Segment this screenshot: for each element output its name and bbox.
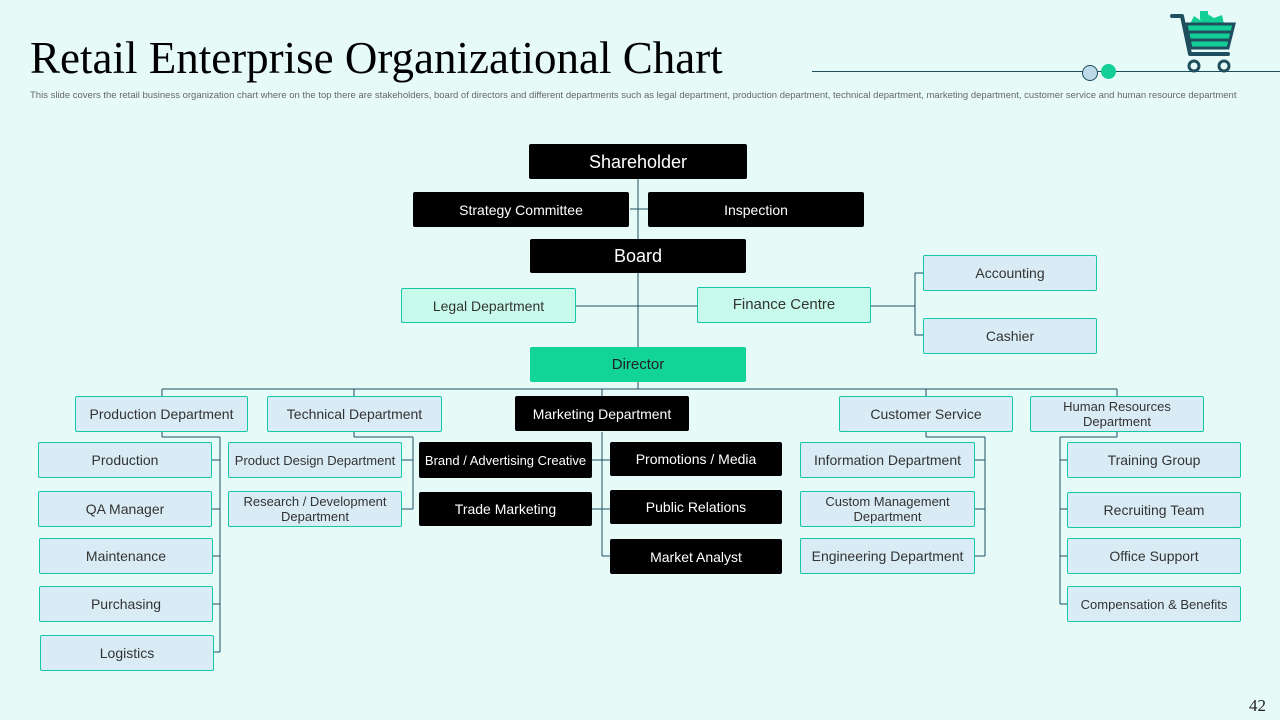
- node-information-department: Information Department: [800, 442, 975, 478]
- shopping-cart-icon: [1170, 10, 1238, 74]
- node-human-resources-department: Human Resources Department: [1030, 396, 1204, 432]
- node-trade-marketing: Trade Marketing: [419, 492, 592, 526]
- node-training-group: Training Group: [1067, 442, 1241, 478]
- node-logistics: Logistics: [40, 635, 214, 671]
- node-market-analyst: Market Analyst: [610, 539, 782, 574]
- node-finance-centre: Finance Centre: [697, 287, 871, 323]
- node-director: Director: [530, 347, 746, 382]
- page-subtitle: This slide covers the retail business or…: [30, 90, 1237, 101]
- node-research-development-department: Research / Development Department: [228, 491, 402, 527]
- node-brand-advertising-creative: Brand / Advertising Creative: [419, 442, 592, 478]
- node-inspection: Inspection: [648, 192, 864, 227]
- node-marketing-department: Marketing Department: [515, 396, 689, 431]
- node-customer-service: Customer Service: [839, 396, 1013, 432]
- node-legal-department: Legal Department: [401, 288, 576, 323]
- node-engineering-department: Engineering Department: [800, 538, 975, 574]
- decorative-dot-blue: [1082, 65, 1098, 81]
- node-product-design-department: Product Design Department: [228, 442, 402, 478]
- node-public-relations: Public Relations: [610, 490, 782, 524]
- node-compensation-benefits: Compensation & Benefits: [1067, 586, 1241, 622]
- node-board: Board: [530, 239, 746, 273]
- node-strategy-committee: Strategy Committee: [413, 192, 629, 227]
- node-cashier: Cashier: [923, 318, 1097, 354]
- page-title: Retail Enterprise Organizational Chart: [30, 33, 723, 83]
- node-production: Production: [38, 442, 212, 478]
- node-accounting: Accounting: [923, 255, 1097, 291]
- node-recruiting-team: Recruiting Team: [1067, 492, 1241, 528]
- page-number: 42: [1249, 696, 1266, 715]
- node-promotions-media: Promotions / Media: [610, 442, 782, 476]
- node-technical-department: Technical Department: [267, 396, 442, 432]
- node-office-support: Office Support: [1067, 538, 1241, 574]
- node-qa-manager: QA Manager: [38, 491, 212, 527]
- header-divider: [812, 71, 1280, 72]
- node-purchasing: Purchasing: [39, 586, 213, 622]
- node-production-department: Production Department: [75, 396, 248, 432]
- node-shareholder: Shareholder: [529, 144, 747, 179]
- node-custom-management-department: Custom Management Department: [800, 491, 975, 527]
- decorative-dot-green: [1101, 64, 1116, 79]
- node-maintenance: Maintenance: [39, 538, 213, 574]
